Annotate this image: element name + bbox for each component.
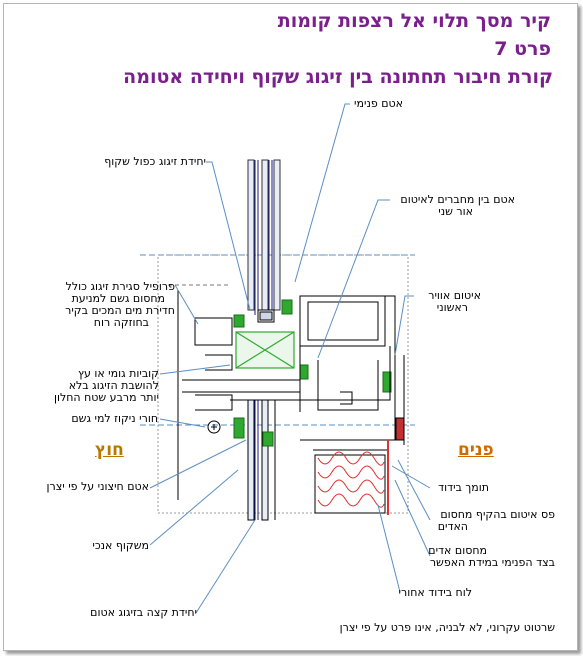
title-line-2: פרט 7	[494, 38, 551, 60]
gaskets	[233, 299, 392, 447]
upper-glazing-unit	[247, 159, 281, 323]
label-edge-unit: יחידת קצה בזיגוג אטום	[90, 606, 197, 619]
label-blocks-2: להושבת הזיגוג בלא	[68, 379, 159, 392]
label-outer-seal: אטם חיצוני על פי יצרן	[46, 480, 149, 493]
label-outside: חוץ	[95, 440, 124, 460]
label-profile-1: פרופיל סגירת זיגוג כולל	[65, 280, 175, 293]
label-air-seal-1: איטום אוויר	[428, 289, 481, 302]
label-back-insulation: לוח בידוד אחורי	[398, 586, 472, 599]
transom-profile	[168, 284, 301, 500]
label-profile-4: בחוזקה רוח	[93, 316, 149, 329]
label-double-glazing: יחידת זיגוג כפול שקוף	[104, 155, 206, 168]
label-inside: פנים	[458, 440, 494, 460]
label-joint-seal-1: אטם בין מחברים לאיטום	[400, 193, 515, 206]
label-vapor-barrier-2: בצד הפנימי במידת האפשר	[429, 556, 555, 569]
disclaimer-note: שרטוט עקרוני, לא לבניה, אינו פרט על פי י…	[339, 621, 555, 634]
leader-lines	[149, 103, 431, 614]
title-line-3: קורת חיבור תחתונה בין זיגוג שקוף ויחידה …	[123, 66, 553, 88]
label-joint-seal-2: אור שני	[438, 205, 473, 218]
label-mullion: משקוף אנכי	[92, 539, 149, 552]
label-air-seal-2: ראשוני	[436, 301, 468, 314]
label-drain-holes: חורי ניקוז למי גשם	[71, 412, 158, 425]
label-inner-seal: אטם פנימי	[354, 97, 403, 110]
mullion-profile	[299, 295, 405, 445]
label-vapor-strip-2: האדים	[437, 520, 468, 533]
title-line-1: קיר מסך תלוי אל רצפות קומות	[277, 10, 551, 32]
lower-glazing-unit	[247, 399, 276, 521]
insulation-block	[313, 440, 389, 515]
label-blocks-3: יותר מרבע שטח החלון	[53, 391, 159, 404]
label-vapor-strip-1: פס איטום בהקיף מחסום	[440, 508, 555, 521]
label-profile-2: מחסום גשם למניעת	[71, 292, 165, 305]
drawing-frame	[3, 3, 578, 651]
setting-block	[235, 331, 295, 369]
label-insulation-support: תומך בידוד	[438, 481, 489, 494]
label-vapor-barrier-1: מחסום אדים	[428, 544, 487, 557]
label-blocks-1: קוביות גומי או עץ	[78, 367, 159, 380]
label-profile-3: חדירת מים המכים בקיר	[65, 304, 175, 317]
